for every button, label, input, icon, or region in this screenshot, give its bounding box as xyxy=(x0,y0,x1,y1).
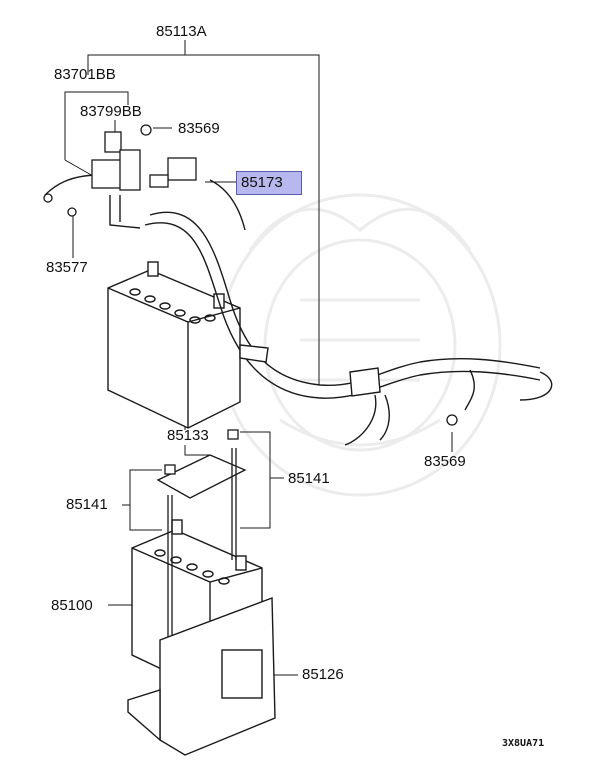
leader-85141-right xyxy=(240,431,271,529)
wiring-harness xyxy=(44,174,553,446)
label-holder-left[interactable]: 85141 xyxy=(66,496,108,513)
image-code: 3X8UA71 xyxy=(502,738,545,749)
label-nut-upper[interactable]: 83569 xyxy=(178,120,220,137)
label-harness-assembly[interactable]: 85113A xyxy=(156,23,207,40)
leader-83701bb xyxy=(64,91,129,105)
label-relay-group[interactable]: 83701BB xyxy=(54,66,116,83)
label-tray[interactable]: 85126 xyxy=(302,666,344,683)
label-battery[interactable]: 85100 xyxy=(51,597,93,614)
watermark-emblem xyxy=(218,193,502,497)
leader-85141-left xyxy=(129,469,162,531)
label-battery-cover[interactable]: 85133 xyxy=(167,427,209,444)
battery-tray xyxy=(127,596,276,756)
upper-battery xyxy=(107,261,241,429)
relay-block xyxy=(43,124,458,426)
label-bolt[interactable]: 83577 xyxy=(46,259,88,276)
label-connector-highlighted[interactable]: 85173 xyxy=(236,171,302,195)
leader-85113a xyxy=(87,54,320,385)
label-holder-right[interactable]: 85141 xyxy=(288,470,330,487)
battery-cover xyxy=(156,429,247,650)
label-nut-lower[interactable]: 83569 xyxy=(424,453,466,470)
label-relay[interactable]: 83799BB xyxy=(80,103,142,120)
